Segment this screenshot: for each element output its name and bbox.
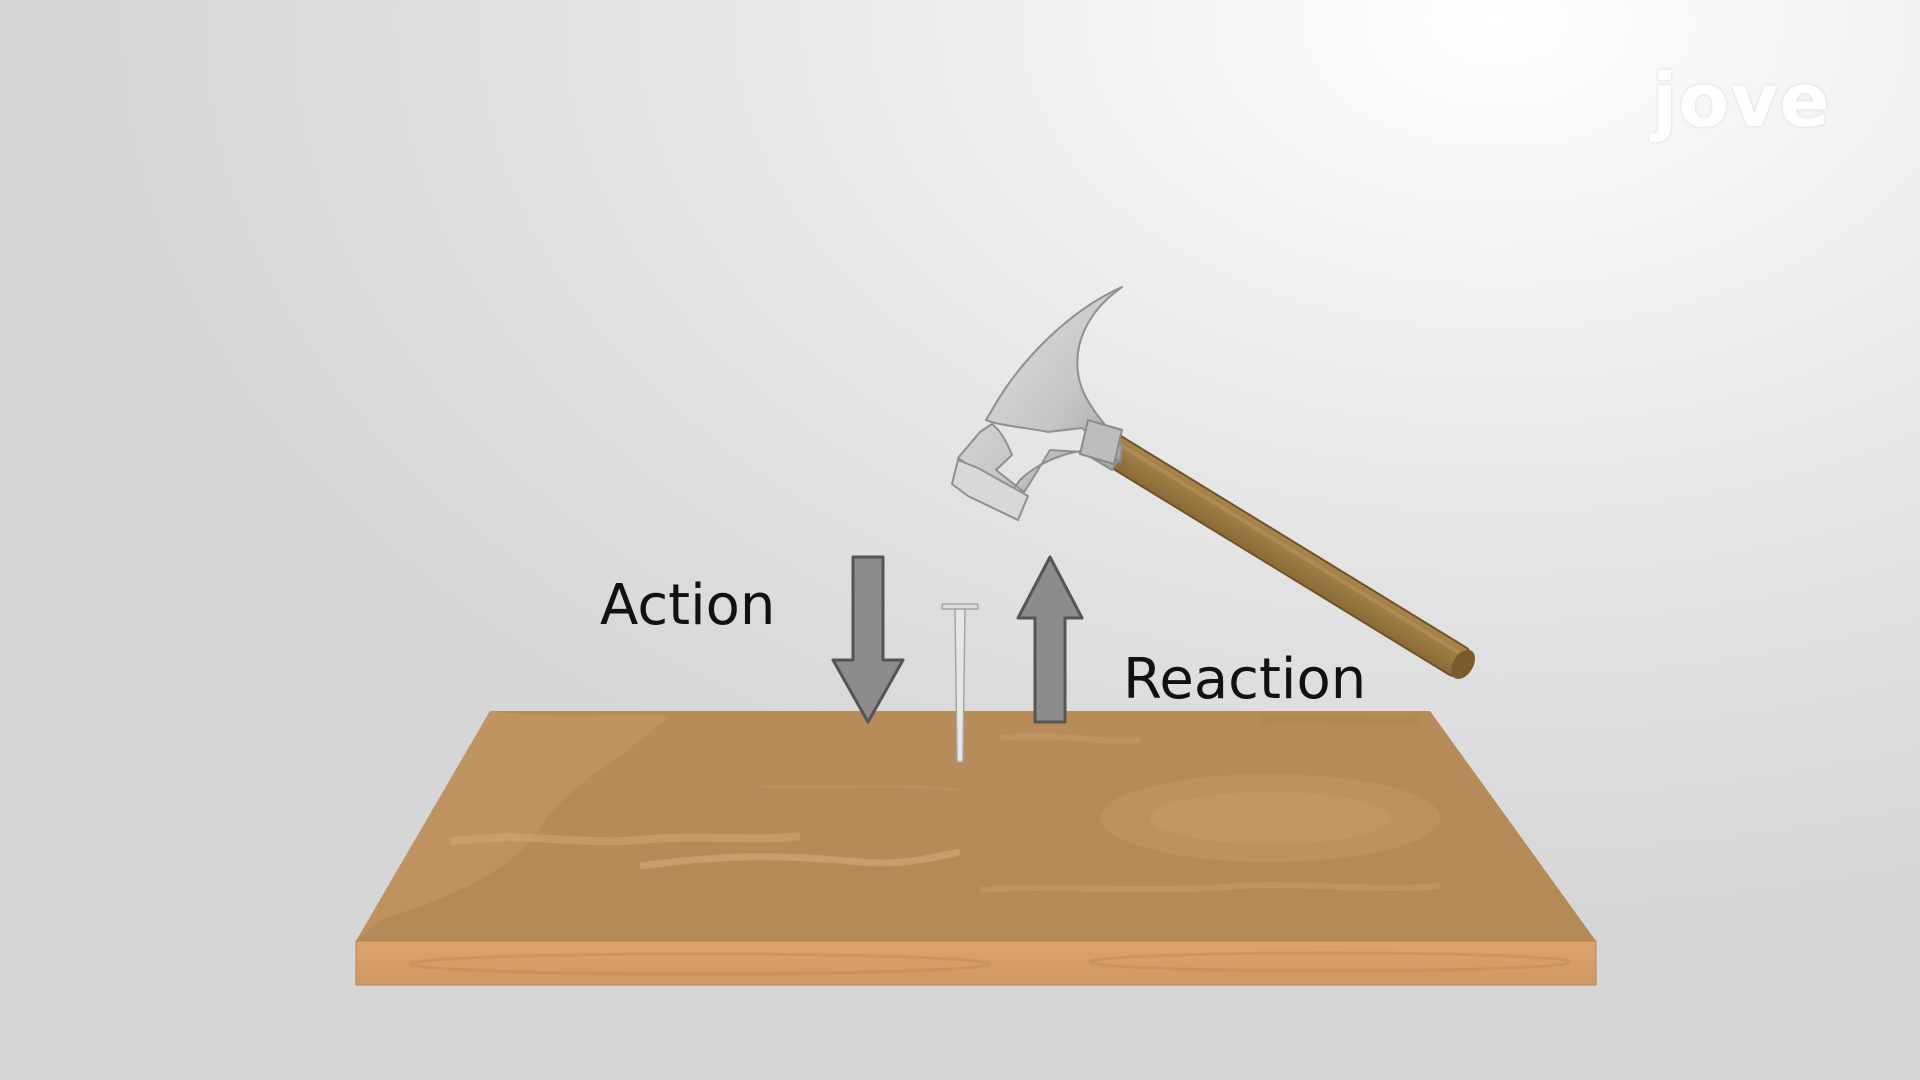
board-front-edge (355, 940, 1597, 986)
action-label: Action (600, 573, 776, 638)
action-arrow-down (831, 555, 905, 724)
hammer-icon (951, 286, 1476, 680)
wood-board (355, 711, 1597, 986)
nail-icon (941, 603, 979, 763)
jove-logo: jove (1652, 58, 1831, 144)
reaction-label: Reaction (1123, 647, 1367, 712)
reaction-arrow-up (1016, 555, 1084, 724)
